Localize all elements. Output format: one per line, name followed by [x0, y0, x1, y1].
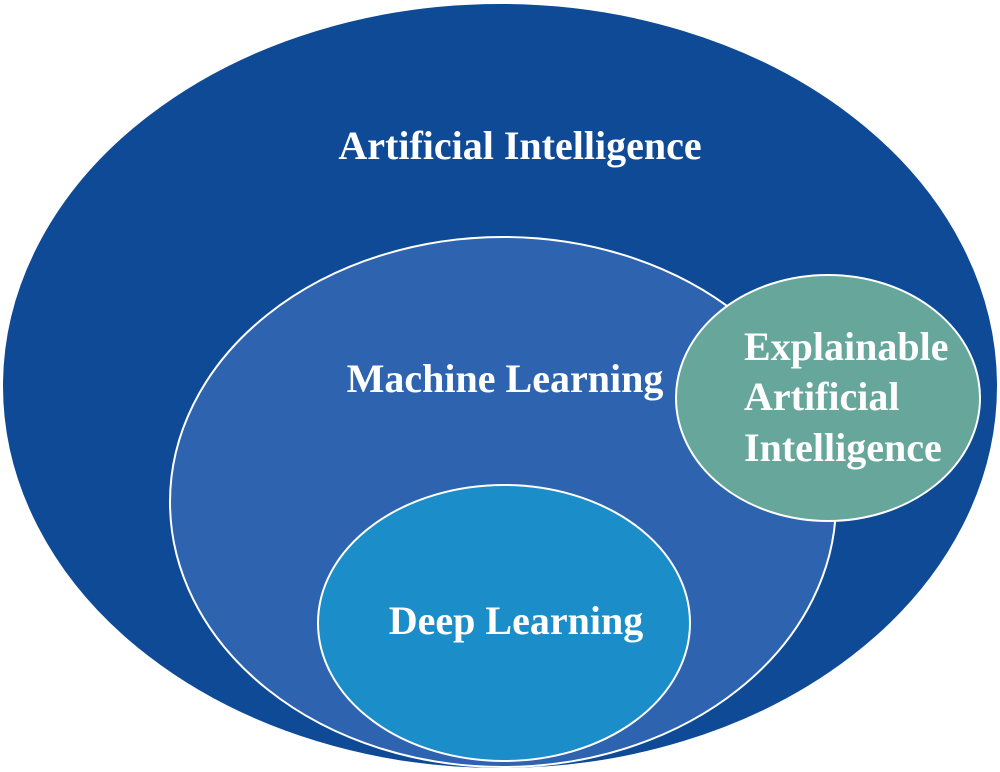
ml-label: Machine Learning [347, 356, 664, 401]
xai-label-line-3: Intelligence [744, 425, 942, 470]
dl-ellipse [317, 484, 691, 762]
xai-label-line-2: Artificial [744, 374, 900, 419]
ai-label: Artificial Intelligence [338, 123, 701, 168]
xai-label-line-1: Explainable [744, 324, 949, 369]
dl-label: Deep Learning [389, 598, 643, 643]
xai-ellipse [675, 274, 981, 522]
